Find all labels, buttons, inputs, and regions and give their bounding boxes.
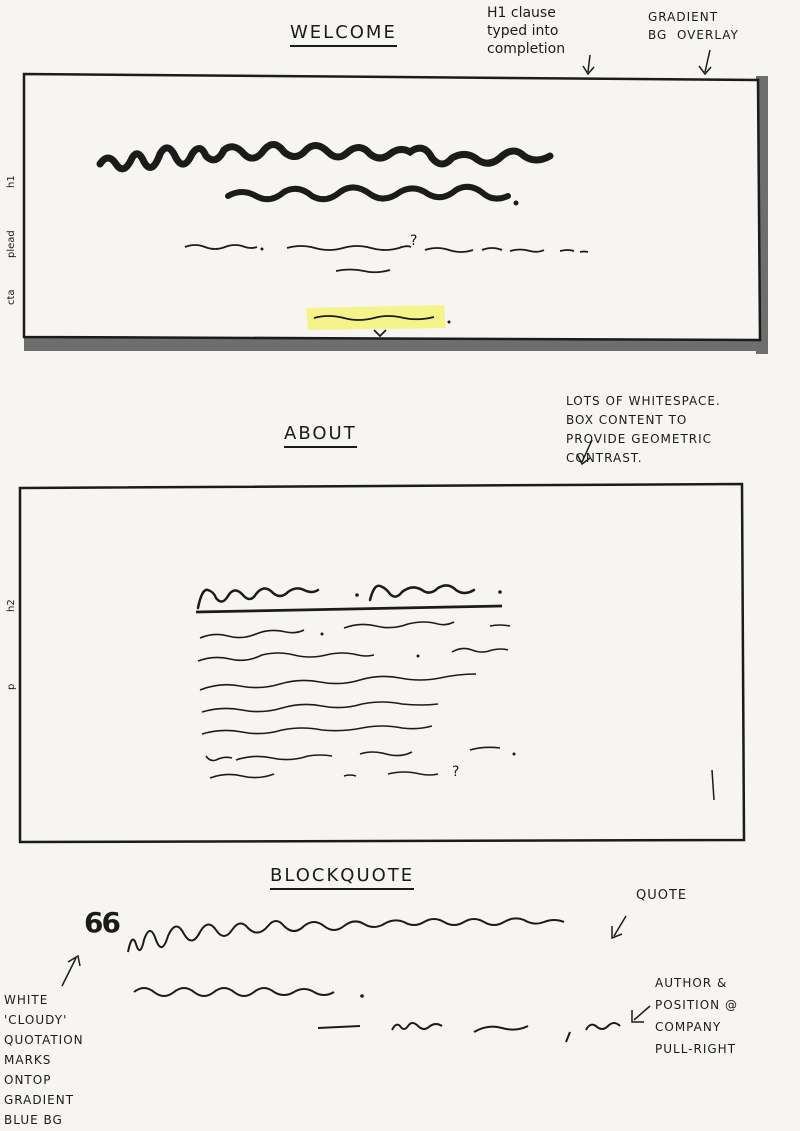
paragraph-dot-2 (416, 654, 420, 658)
paragraph-question-mark: ? (452, 764, 459, 780)
about-frame (18, 482, 746, 844)
arrow-author-note (631, 1005, 651, 1023)
chevron-down-icon (373, 329, 387, 338)
plead-line-1c (424, 247, 589, 253)
plead-line-1b (286, 245, 412, 251)
paragraph-dot-3 (512, 752, 516, 756)
arrow-quote-marks-note (61, 954, 81, 987)
paragraph-line-6 (205, 746, 501, 762)
paragraph-line-3 (199, 673, 477, 691)
blockquote-section-title: BLOCKQUOTE (270, 865, 415, 890)
note-whitespace: LOTS OF WHITESPACE. BOX CONTENT TO PROVI… (566, 394, 721, 465)
h2-underline (195, 604, 503, 614)
about-paragraph (197, 621, 511, 779)
h2-period-end (498, 590, 502, 594)
paragraph-line-2 (197, 647, 509, 662)
note-quote: QUOTE (636, 888, 688, 903)
h1-squiggle-line-1 (96, 141, 554, 173)
plead-dot (260, 247, 264, 251)
quote-marks-glyph: 66 (84, 906, 121, 939)
author-line (317, 1022, 621, 1043)
about-section-title: ABOUT (284, 423, 357, 448)
note-author-position: AUTHOR & POSITION @ COMPANY PULL-RIGHT (655, 976, 738, 1056)
cta-dot (447, 320, 451, 324)
h1-squiggle-line-2 (225, 183, 511, 203)
paragraph-dot-1 (320, 632, 324, 636)
h2-squiggle (196, 584, 476, 610)
note-h1-typed: H1 clause typed into completion (487, 5, 566, 57)
h2-period (355, 593, 359, 597)
note-quotation-marks: WHITE 'CLOUDY' QUOTATION MARKS ONTOP GRA… (4, 993, 84, 1127)
welcome-frame (22, 72, 762, 342)
arrow-quote-note (611, 915, 627, 940)
plead-line-2 (335, 268, 391, 274)
cta-label-line (313, 315, 435, 321)
arrow-gradient-note (698, 49, 712, 76)
plead-question-mark: ? (410, 233, 417, 249)
paragraph-line-1 (199, 621, 511, 639)
arrow-whitespace-note (576, 439, 593, 466)
quote-period (360, 994, 364, 998)
note-gradient-overlay: GRADIENT BG OVERLAY (648, 10, 739, 42)
plead-line-1a (184, 244, 258, 250)
about-frame-tick (711, 769, 715, 801)
arrow-h1-note (582, 54, 595, 76)
paragraph-line-4 (201, 701, 439, 713)
paragraph-line-5 (201, 725, 433, 735)
welcome-section-title: WELCOME (290, 22, 397, 47)
paragraph-line-7 (209, 771, 439, 779)
quote-line-2 (133, 987, 335, 997)
h1-period (513, 200, 519, 206)
quote-line-1 (127, 917, 565, 953)
